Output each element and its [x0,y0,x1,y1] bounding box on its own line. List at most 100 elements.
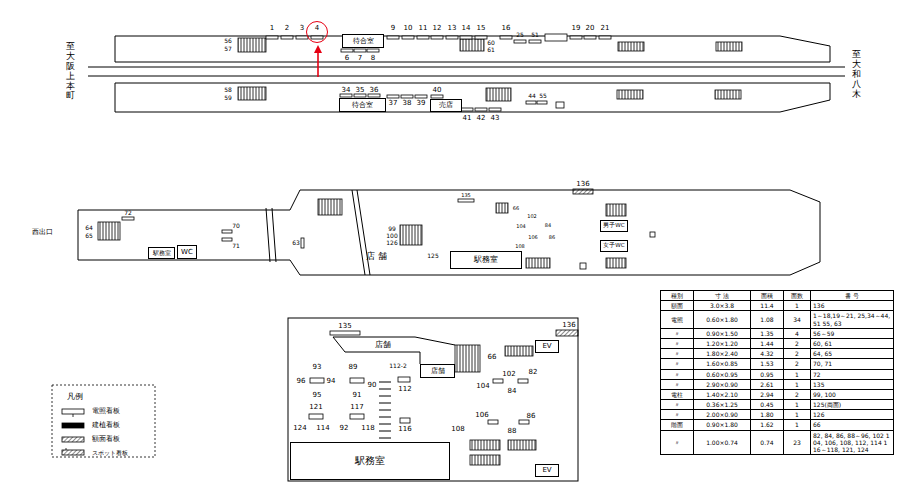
table-text: 2.90×0.90 [696,381,748,388]
table-cell: 1 [784,379,811,389]
table-cell: 0.95 [751,369,784,379]
table-row: 〃 2.90×0.902.611 135 [661,379,894,389]
callout-number: 21 [601,25,610,32]
table-cell: 0.90×1.50 [694,328,751,338]
legend-text: 電照看板 [92,408,120,415]
room-name: 店舗 [431,368,445,375]
callout-number: 114 [316,425,329,432]
table-text: 1.00×0.74 [696,439,748,446]
table-cell: 1～18,19～21, 25,34～44, 51 55, 63 [811,311,894,328]
crosswalk [379,403,391,404]
callout-number: 16 [502,25,511,32]
table-text: 0.60×0.95 [696,371,748,378]
stairs [238,38,266,52]
table-text: 56～59 [813,330,891,337]
table-cell: 〃 [661,369,694,379]
callout-number: 91 [353,392,362,399]
table-cell: 〃 [661,338,694,348]
table-text: 階面 [663,421,691,428]
callout-number: 86 [527,413,536,420]
callout-number: 7 [358,55,362,62]
ad-board [281,36,293,39]
callout-number: 40 [433,87,442,94]
pointer-arrowhead [314,45,322,53]
callout-number: 15 [477,25,486,32]
callout-number: 95 [313,392,322,399]
table-cell: 〃 [661,379,694,389]
callout-number: 108 [515,244,525,249]
callout-number: 66 [488,354,497,361]
ad-board [400,418,410,423]
table-row: 階面0.90×1.801.62166 [661,420,894,430]
table-text: 135 [813,381,891,388]
ad-board [537,101,547,104]
table-text: 11.4 [753,302,781,309]
table-text: 〃 [663,330,691,337]
break-mark [266,208,270,262]
table-row: 〃1.20×1.201.44260, 61 [661,338,894,348]
callout-number: 10 [404,25,413,32]
callout-number: 61 [487,47,495,53]
room-name: 駅務室 [474,256,498,264]
table-cell: 2 [784,359,811,369]
stairs [617,90,643,99]
callout-number: 58 [224,87,232,93]
room-name: WC [181,249,193,256]
room-box: EV [535,464,559,477]
callout-number: 38 [403,100,412,107]
table-row: 電柱1.40×2.102.94299, 100 [661,389,894,399]
ad-board [526,101,536,104]
ad-board [310,378,324,383]
table-text: 1.40×2.10 [696,391,748,398]
kiosk [556,102,564,108]
ad-board [398,377,410,382]
table-cell: 2.90×0.90 [694,379,751,389]
ad-board [415,95,427,98]
ad-board [599,36,611,39]
callout-number: 37 [389,100,398,107]
room-box: 待合室 [342,34,384,48]
frame-board [573,189,593,194]
table-text: 2.00×0.90 [696,411,748,418]
table-text: 〃 [663,371,691,378]
legend-sample [62,409,84,414]
ad-board [266,36,278,39]
ad-board [529,40,541,43]
table-row: 〃0.36×1.250.451125(両面) [661,400,894,410]
table-cell: 2.61 [751,379,784,389]
table-text: 額面 [663,302,691,309]
ad-board [489,108,501,111]
callout-number: 44 [528,93,536,99]
table-cell: 34 [784,311,811,328]
crosswalk [379,396,391,397]
callout-number: 104 [476,383,489,390]
table-text: 〃 [663,381,691,388]
callout-number: 71 [232,243,240,249]
callout-number: 35 [356,87,365,94]
callout-number: 39 [417,100,426,107]
table-text: 1.80 [753,411,781,418]
room-box: 待合室 [339,98,386,112]
table-text: 1 [786,381,808,388]
callout-number: 36 [370,87,379,94]
callout-number: 65 [85,233,93,239]
table-text: 1.62 [753,421,781,428]
table-cell: 1 [784,420,811,430]
ad-board [354,94,366,97]
table-cell: 面数 [784,291,811,301]
callout-number: 64 [85,225,93,231]
table-text: 1～18,19～21, 25,34～44, 51 55, 63 [813,312,891,326]
callout-number: 41 [463,115,472,122]
ad-board [340,94,352,97]
callout-number: 19 [572,25,581,32]
room-name: 待合室 [352,102,373,109]
callout-number: 59 [224,95,232,101]
table-cell: 1.80×2.40 [694,349,751,359]
callout-number: 20 [586,25,595,32]
callout-number: 72 [124,210,132,216]
room-box: 駅務室 [290,442,450,480]
room-name: EV [542,343,551,350]
table-cell: 0.90×1.80 [694,420,751,430]
ad-board [311,36,323,39]
room-name: 女子WC [603,243,624,249]
